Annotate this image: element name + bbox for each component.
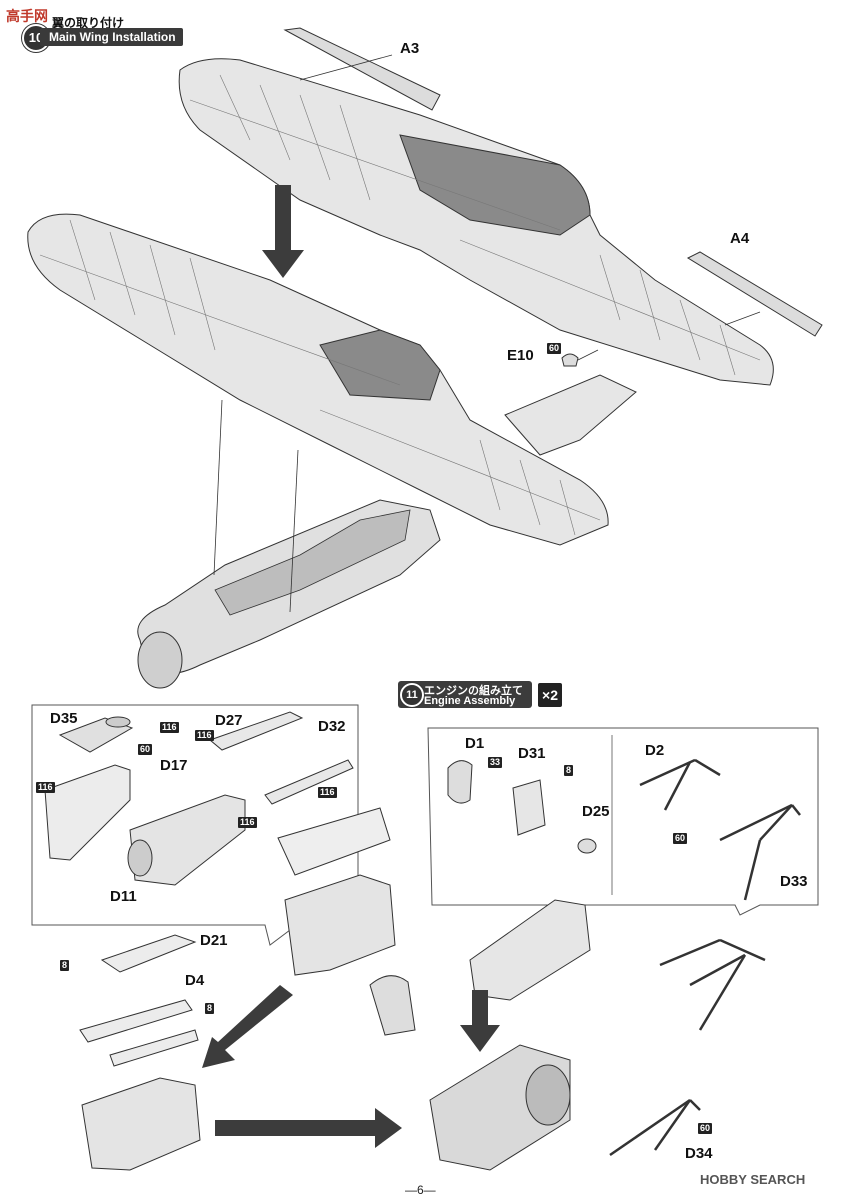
part-d4-strip: [109, 1029, 199, 1067]
label-d31: D31: [518, 745, 546, 762]
part-d33: [719, 803, 801, 901]
label-d2: D2: [645, 742, 665, 759]
label-d21: D21: [200, 932, 228, 949]
part-d1: [447, 760, 473, 804]
paint-tag-d11-116: 116: [238, 817, 257, 828]
d35-knob: [105, 716, 131, 728]
label-a3: A3: [400, 40, 420, 57]
paint-tag-e10: 60: [547, 343, 562, 354]
label-a4: A4: [730, 230, 750, 247]
paint-tag-d34-60: 60: [698, 1123, 713, 1134]
part-d31: [512, 779, 546, 836]
final-engine-reduction-gear: [525, 1064, 571, 1126]
a4-leader-line: [724, 311, 761, 326]
watermark-logo-text: 高手网: [6, 8, 48, 24]
paint-tag-d27-116: 116: [195, 730, 214, 741]
guide-line-left: [213, 399, 223, 576]
a3-leader-line: [299, 54, 393, 81]
mount-frame-mid: [659, 938, 766, 1031]
label-d34: D34: [685, 1145, 713, 1162]
label-d33: D33: [780, 873, 808, 890]
cockpit-opening: [214, 509, 411, 616]
assembled-block-lower: [81, 1077, 201, 1171]
part-d17: [44, 764, 131, 861]
step10-title-jp: 翼の取り付け: [52, 16, 125, 30]
step11-title-en: Engine Assembly: [424, 695, 516, 707]
paint-tag-d2-60: 60: [673, 833, 688, 844]
part-cover-piece: [277, 807, 391, 876]
tail-stabilizer: [504, 374, 637, 456]
lower-wing-panel-lines: [39, 219, 601, 536]
label-d32: D32: [318, 718, 346, 735]
page-number: —6—: [405, 1183, 436, 1197]
label-d35: D35: [50, 710, 78, 727]
paint-tag-d35-116: 116: [160, 722, 179, 733]
label-e10: E10: [507, 347, 534, 364]
paint-tag-d1-33: 33: [488, 757, 503, 768]
step11-number-badge: 11: [400, 683, 424, 707]
step11-multiplier: ×2: [538, 683, 562, 707]
engine-head-mid: [369, 975, 416, 1036]
watermark-logo: 高手网: [6, 6, 48, 26]
paint-tag-d17-116: 116: [36, 782, 55, 793]
label-d1: D1: [465, 735, 485, 752]
step11-title-jp: エンジンの組み立て: [424, 685, 523, 697]
step10-title-box: [40, 28, 183, 46]
paint-tag-d35-60: 60: [138, 744, 153, 755]
label-d27: D27: [215, 712, 243, 729]
step10-number: 10: [28, 30, 44, 45]
paint-tag-d31-8: 8: [564, 765, 574, 776]
paint-tag-d32-116: 116: [318, 787, 337, 798]
step10-title-en: Main Wing Installation: [49, 30, 176, 44]
part-d32: [264, 759, 354, 805]
part-d34: [609, 1098, 701, 1157]
down-arrow-engine: [460, 990, 500, 1052]
label-d4: D4: [185, 972, 205, 989]
right-callout-box: [427, 727, 819, 916]
step11-number: 11: [406, 689, 418, 701]
part-a3-aileron: [283, 27, 441, 111]
paint-tag-d4-8: 8: [205, 1003, 215, 1014]
label-d25: D25: [582, 803, 610, 820]
part-d27: [209, 711, 304, 751]
part-d2: [639, 758, 721, 811]
watermark-hobby-search: HOBBY SEARCH: [700, 1172, 806, 1187]
label-d17: D17: [160, 757, 188, 774]
nose-intake: [137, 631, 183, 689]
guide-line-right: [289, 449, 299, 613]
right-arrow-bottom: [215, 1108, 402, 1148]
label-d11: D11: [110, 888, 137, 905]
upper-main-wing: [178, 58, 774, 386]
diag-arrow-left: [202, 985, 293, 1068]
paint-tag-d21-8: 8: [60, 960, 70, 971]
engine-assembly-mid: [469, 899, 591, 1001]
upper-wing-panel-lines: [189, 74, 761, 376]
assembled-block-upper: [284, 874, 396, 976]
part-e10: [561, 353, 579, 367]
down-arrow-wing: [262, 185, 304, 278]
lower-main-wing: [27, 213, 609, 546]
d11-front-ring: [127, 839, 153, 877]
part-d21: [100, 934, 197, 973]
part-d4: [79, 999, 193, 1043]
part-d25: [577, 838, 597, 854]
part-d11: [129, 794, 246, 886]
part-a4-aileron: [686, 251, 823, 337]
e10-leader-line: [577, 349, 599, 361]
